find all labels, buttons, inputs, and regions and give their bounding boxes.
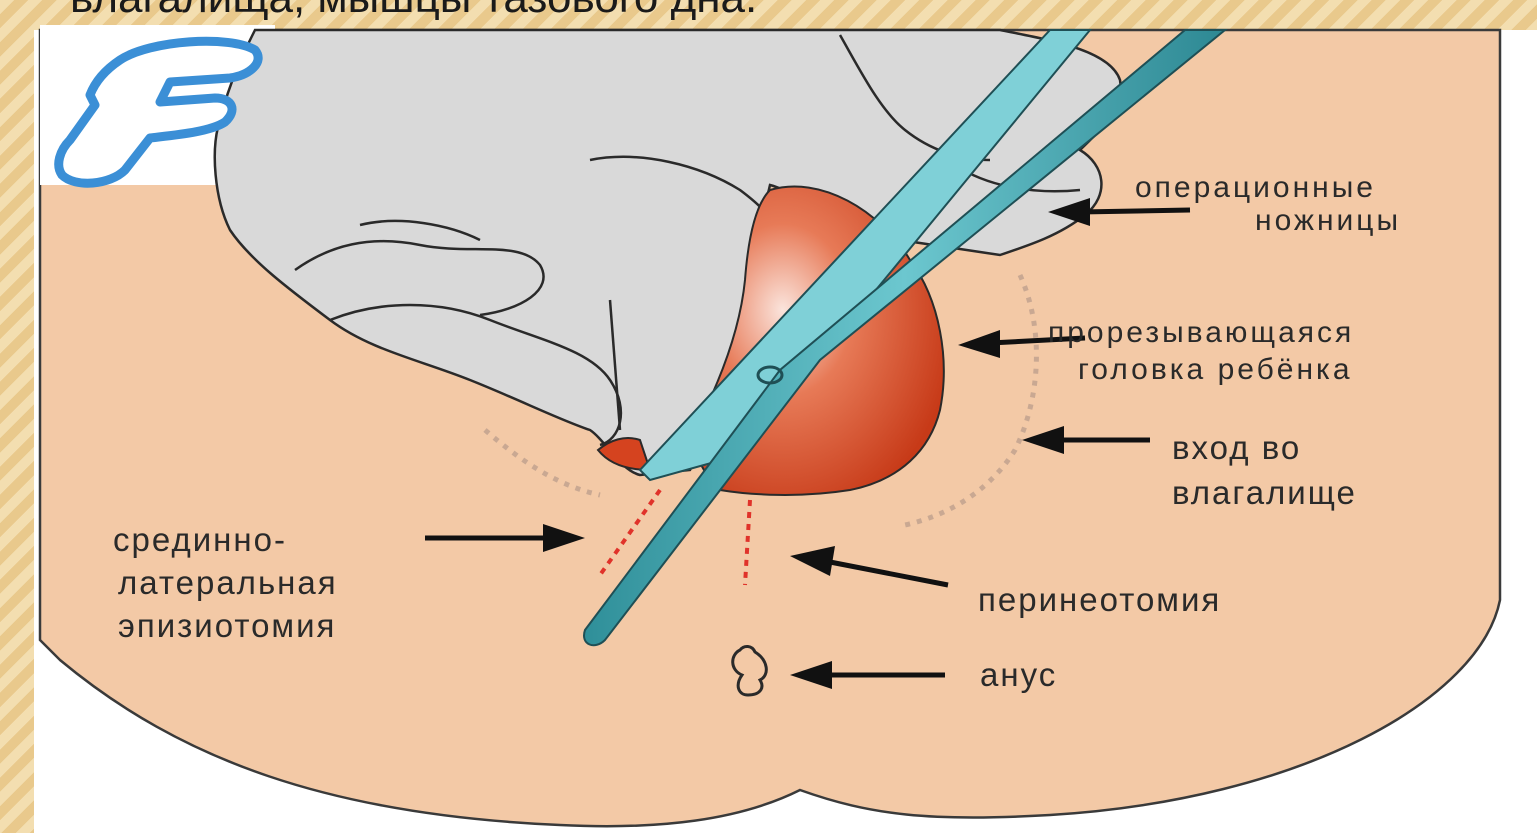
label-episiotomy-line3: эпизиотомия	[118, 606, 336, 646]
label-scissors-line1: операционные	[1135, 170, 1376, 206]
label-episiotomy-line1: срединно-	[113, 520, 287, 560]
label-scissors-line2: ножницы	[1255, 203, 1401, 239]
label-vagina-line1: вход во	[1172, 428, 1301, 468]
label-episiotomy-line2: латеральная	[118, 563, 338, 603]
label-vagina-line2: влагалище	[1172, 473, 1357, 513]
label-head-line1: прорезывающаяся	[1048, 315, 1354, 351]
label-head-line2: головка ребёнка	[1078, 352, 1353, 388]
label-perineotomy: перинеотомия	[978, 580, 1221, 620]
label-anus: анус	[980, 655, 1057, 695]
